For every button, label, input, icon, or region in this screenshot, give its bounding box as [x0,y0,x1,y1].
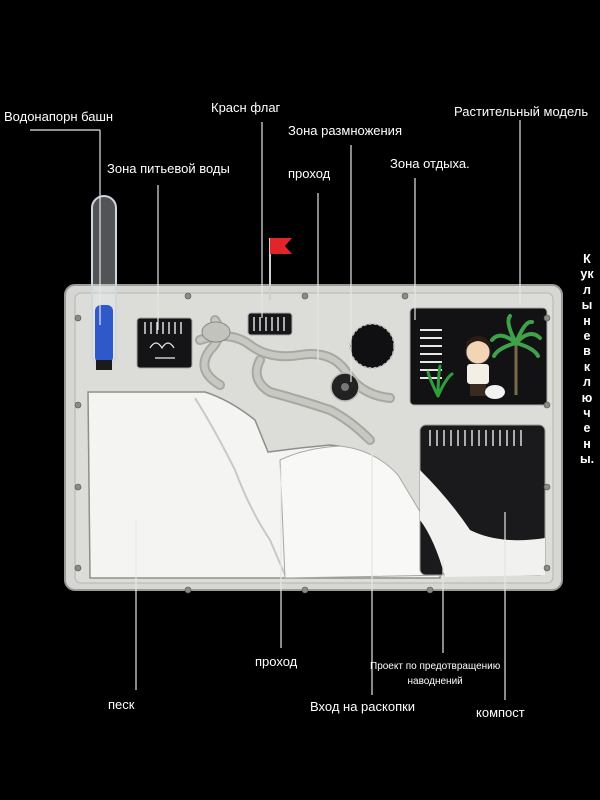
passage-round-chamber-core [341,383,349,391]
label-flood-project-line2: наводнений [407,676,463,687]
water-tower-water [95,305,113,363]
label-plant-model: Растительный модель [454,104,589,119]
label-dig-entrance: Вход на раскопки [310,699,416,714]
red-flag [270,238,292,254]
breeding-zone-grill-box [247,312,293,336]
label-water-tower: Водонапорн башн [4,109,114,124]
sand-center-hill [279,445,449,579]
compost-grill [429,430,522,446]
doll-figure [465,336,491,396]
small-green-plant [426,364,454,398]
label-sand: песк [108,697,135,712]
label-passage-bottom: проход [255,654,298,669]
rest-zone-round-chamber [349,323,395,369]
breeding-grill-lines [253,317,285,331]
label-breeding-zone: Зона размножения [288,123,402,138]
drinking-zone-grill [144,322,182,334]
label-drinking-zone: Зона питьевой воды [107,161,230,176]
frame-screws [74,292,551,594]
label-rest-zone: Зона отдыха. [390,156,470,171]
label-flood-project: Проект по предотвращению наводнений [370,659,500,689]
label-dolls-note: Куклы не включены. [580,252,595,467]
round-room-oval [201,321,231,343]
label-flood-project-line1: Проект по предотвращению [370,661,501,672]
leader-lines [30,120,521,700]
drinking-zone-doodle [149,342,175,359]
label-compost: компост [476,705,525,720]
label-passage-top: проход [288,166,331,181]
compost-sand-slope [420,470,545,577]
white-bowl [485,385,505,399]
sand-left-ridge [194,397,286,576]
water-tower-cap [96,360,112,370]
label-red-flag: Красн флаг [211,100,281,115]
palm-plant [490,314,542,395]
